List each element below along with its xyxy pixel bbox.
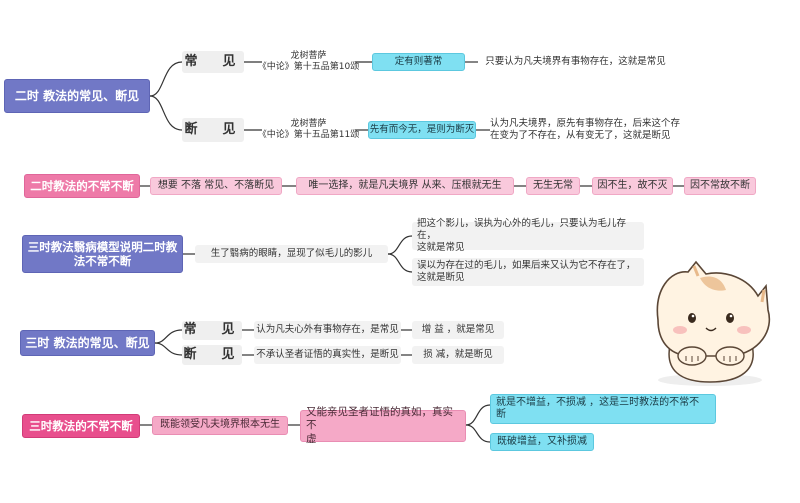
quote-label: 先有而今无，是则为断灭	[369, 124, 475, 136]
root-label-line: 三时教法翳病模型说明二时教	[27, 239, 178, 254]
node-no-birth-no-permanence[interactable]: 无生无常	[526, 177, 580, 195]
source-author: 龙树菩萨	[290, 118, 327, 129]
node-label: 生了翳病的眼睛，显现了似毛儿的影儿	[210, 248, 373, 260]
quote-eternalism[interactable]: 定有则著常	[372, 53, 465, 71]
branch-eternalism[interactable]: 常 见	[182, 51, 244, 73]
quote-annihilationism[interactable]: 先有而今无，是则为断灭	[368, 121, 476, 139]
node-label: 唯一选择，就是凡夫境界 从来、压根就无生	[308, 179, 502, 191]
root-label-line: 法不常不断	[73, 254, 132, 268]
leaf-hair-exists[interactable]: 把这个影儿，误执为心外的毛儿，只要认为毛儿存在， 这就是常见	[412, 218, 644, 253]
branch-eternalism-3[interactable]: 常 见	[182, 321, 242, 340]
root-three-period-model[interactable]: 三时教法翳病模型说明二时教 法不常不断	[22, 235, 183, 273]
result-label: 损 减，就是断见	[423, 349, 493, 361]
root-label: 三时 教法的常见、断见	[25, 335, 150, 350]
desc-eternalism: 只要认为凡夫境界有事物存在，这就是常见	[478, 53, 673, 71]
root-two-period-neither[interactable]: 二时教法的不常不断	[24, 174, 140, 198]
desc-annihilationism: 认为凡夫境界，原先有事物存在，后来这个存 在变为了不存在，从有变无了，这就是断见	[490, 115, 690, 145]
node-diseased-eye[interactable]: 生了翳病的眼睛，显现了似毛儿的影儿	[195, 245, 388, 263]
node-label: 想要 不落 常见、不落断见	[157, 179, 275, 191]
source-author: 龙树菩萨	[290, 50, 327, 61]
desc-annihilationism-3[interactable]: 不承认圣者证悟的真实性，是断见	[254, 346, 401, 364]
desc-line: 在变为了不存在，从有变无了，这就是断见	[490, 130, 671, 141]
desc-eternalism-3[interactable]: 认为凡夫心外有事物存在，是常见	[254, 321, 401, 339]
node-no-arising-no-ceasing[interactable]: 因不生，故不灭	[592, 177, 673, 195]
branch-label: 断 见	[184, 121, 242, 137]
source-verse: 《中论》第十五品第10颂	[257, 62, 360, 72]
node-not-permanent-not-annihilated[interactable]: 因不常故不断	[684, 177, 756, 195]
result-augmentation[interactable]: 增 益 ，就是常见	[412, 321, 504, 339]
desc-label: 认为凡夫心外有事物存在，是常见	[256, 324, 399, 336]
root-label: 三时教法的不常不断	[29, 418, 133, 433]
result-diminution[interactable]: 损 减，就是断见	[412, 346, 504, 364]
node-label: 因不生，故不灭	[597, 179, 668, 191]
cat-sticker-image	[656, 260, 771, 386]
leaf-line: 把这个影儿，误执为心外的毛儿，只要认为毛儿存在，	[417, 218, 627, 242]
node-line: 又能亲见圣者证悟的真如，真实不	[306, 406, 453, 432]
desc-label: 只要认为凡夫境界有事物存在，这就是常见	[485, 56, 666, 68]
node-see-suchness[interactable]: 又能亲见圣者证悟的真如，真实不 虚	[300, 406, 466, 445]
leaf-line: 断	[496, 409, 506, 420]
node-label: 无生无常	[533, 179, 573, 191]
desc-label: 不承认圣者证悟的真实性，是断见	[256, 349, 399, 361]
root-two-period-permanence-annihilation[interactable]: 二时 教法的常见、断见	[4, 79, 150, 113]
root-three-period-neither[interactable]: 三时教法的不常不断	[22, 414, 140, 438]
node-line: 虚	[306, 432, 317, 445]
leaf-line: 这就是常见	[417, 241, 465, 253]
node-label: 既能领受凡夫境界根本无生	[160, 419, 280, 431]
leaf-line: 这就是断见	[417, 272, 465, 283]
source-citation-10: 龙树菩萨 《中论》第十五品第10颂	[258, 48, 359, 76]
node-only-choice[interactable]: 唯一选择，就是凡夫境界 从来、压根就无生	[296, 177, 514, 195]
leaf-line: 误以为存在过的毛儿，如果后来又认为它不存在了，	[417, 260, 636, 272]
leaf-break-and-restore[interactable]: 既破增益，又补损减	[490, 433, 594, 451]
root-label: 二时教法的不常不断	[30, 178, 134, 193]
node-avoid-extremes[interactable]: 想要 不落 常见、不落断见	[150, 177, 282, 195]
source-verse: 《中论》第十五品第11颂	[257, 130, 360, 140]
node-realize-no-birth[interactable]: 既能领受凡夫境界根本无生	[152, 416, 288, 435]
desc-line: 认为凡夫境界，原先有事物存在，后来这个存	[490, 118, 681, 130]
leaf-neither-add-nor-subtract[interactable]: 就是不增益，不损减 ，这是三时教法的不常不 断	[490, 394, 716, 424]
root-three-period-permanence-annihilation[interactable]: 三时 教法的常见、断见	[20, 330, 155, 356]
branch-annihilationism[interactable]: 断 见	[182, 118, 244, 142]
source-citation-11: 龙树菩萨 《中论》第十五品第11颂	[258, 116, 359, 144]
branch-label: 常 见	[184, 53, 242, 69]
result-label: 增 益 ，就是常见	[421, 324, 495, 336]
leaf-label: 既破增益，又补损减	[497, 435, 587, 447]
leaf-line: 就是不增益，不损减 ，这是三时教法的不常不	[496, 396, 700, 408]
branch-label: 断 见	[183, 346, 241, 362]
root-label: 二时 教法的常见、断见	[14, 88, 140, 103]
leaf-hair-ceased[interactable]: 误以为存在过的毛儿，如果后来又认为它不存在了， 这就是断见	[412, 258, 644, 286]
node-label: 因不常故不断	[690, 179, 750, 191]
branch-label: 常 见	[183, 322, 241, 338]
quote-label: 定有则著常	[394, 56, 443, 68]
branch-annihilationism-3[interactable]: 断 见	[182, 345, 242, 365]
